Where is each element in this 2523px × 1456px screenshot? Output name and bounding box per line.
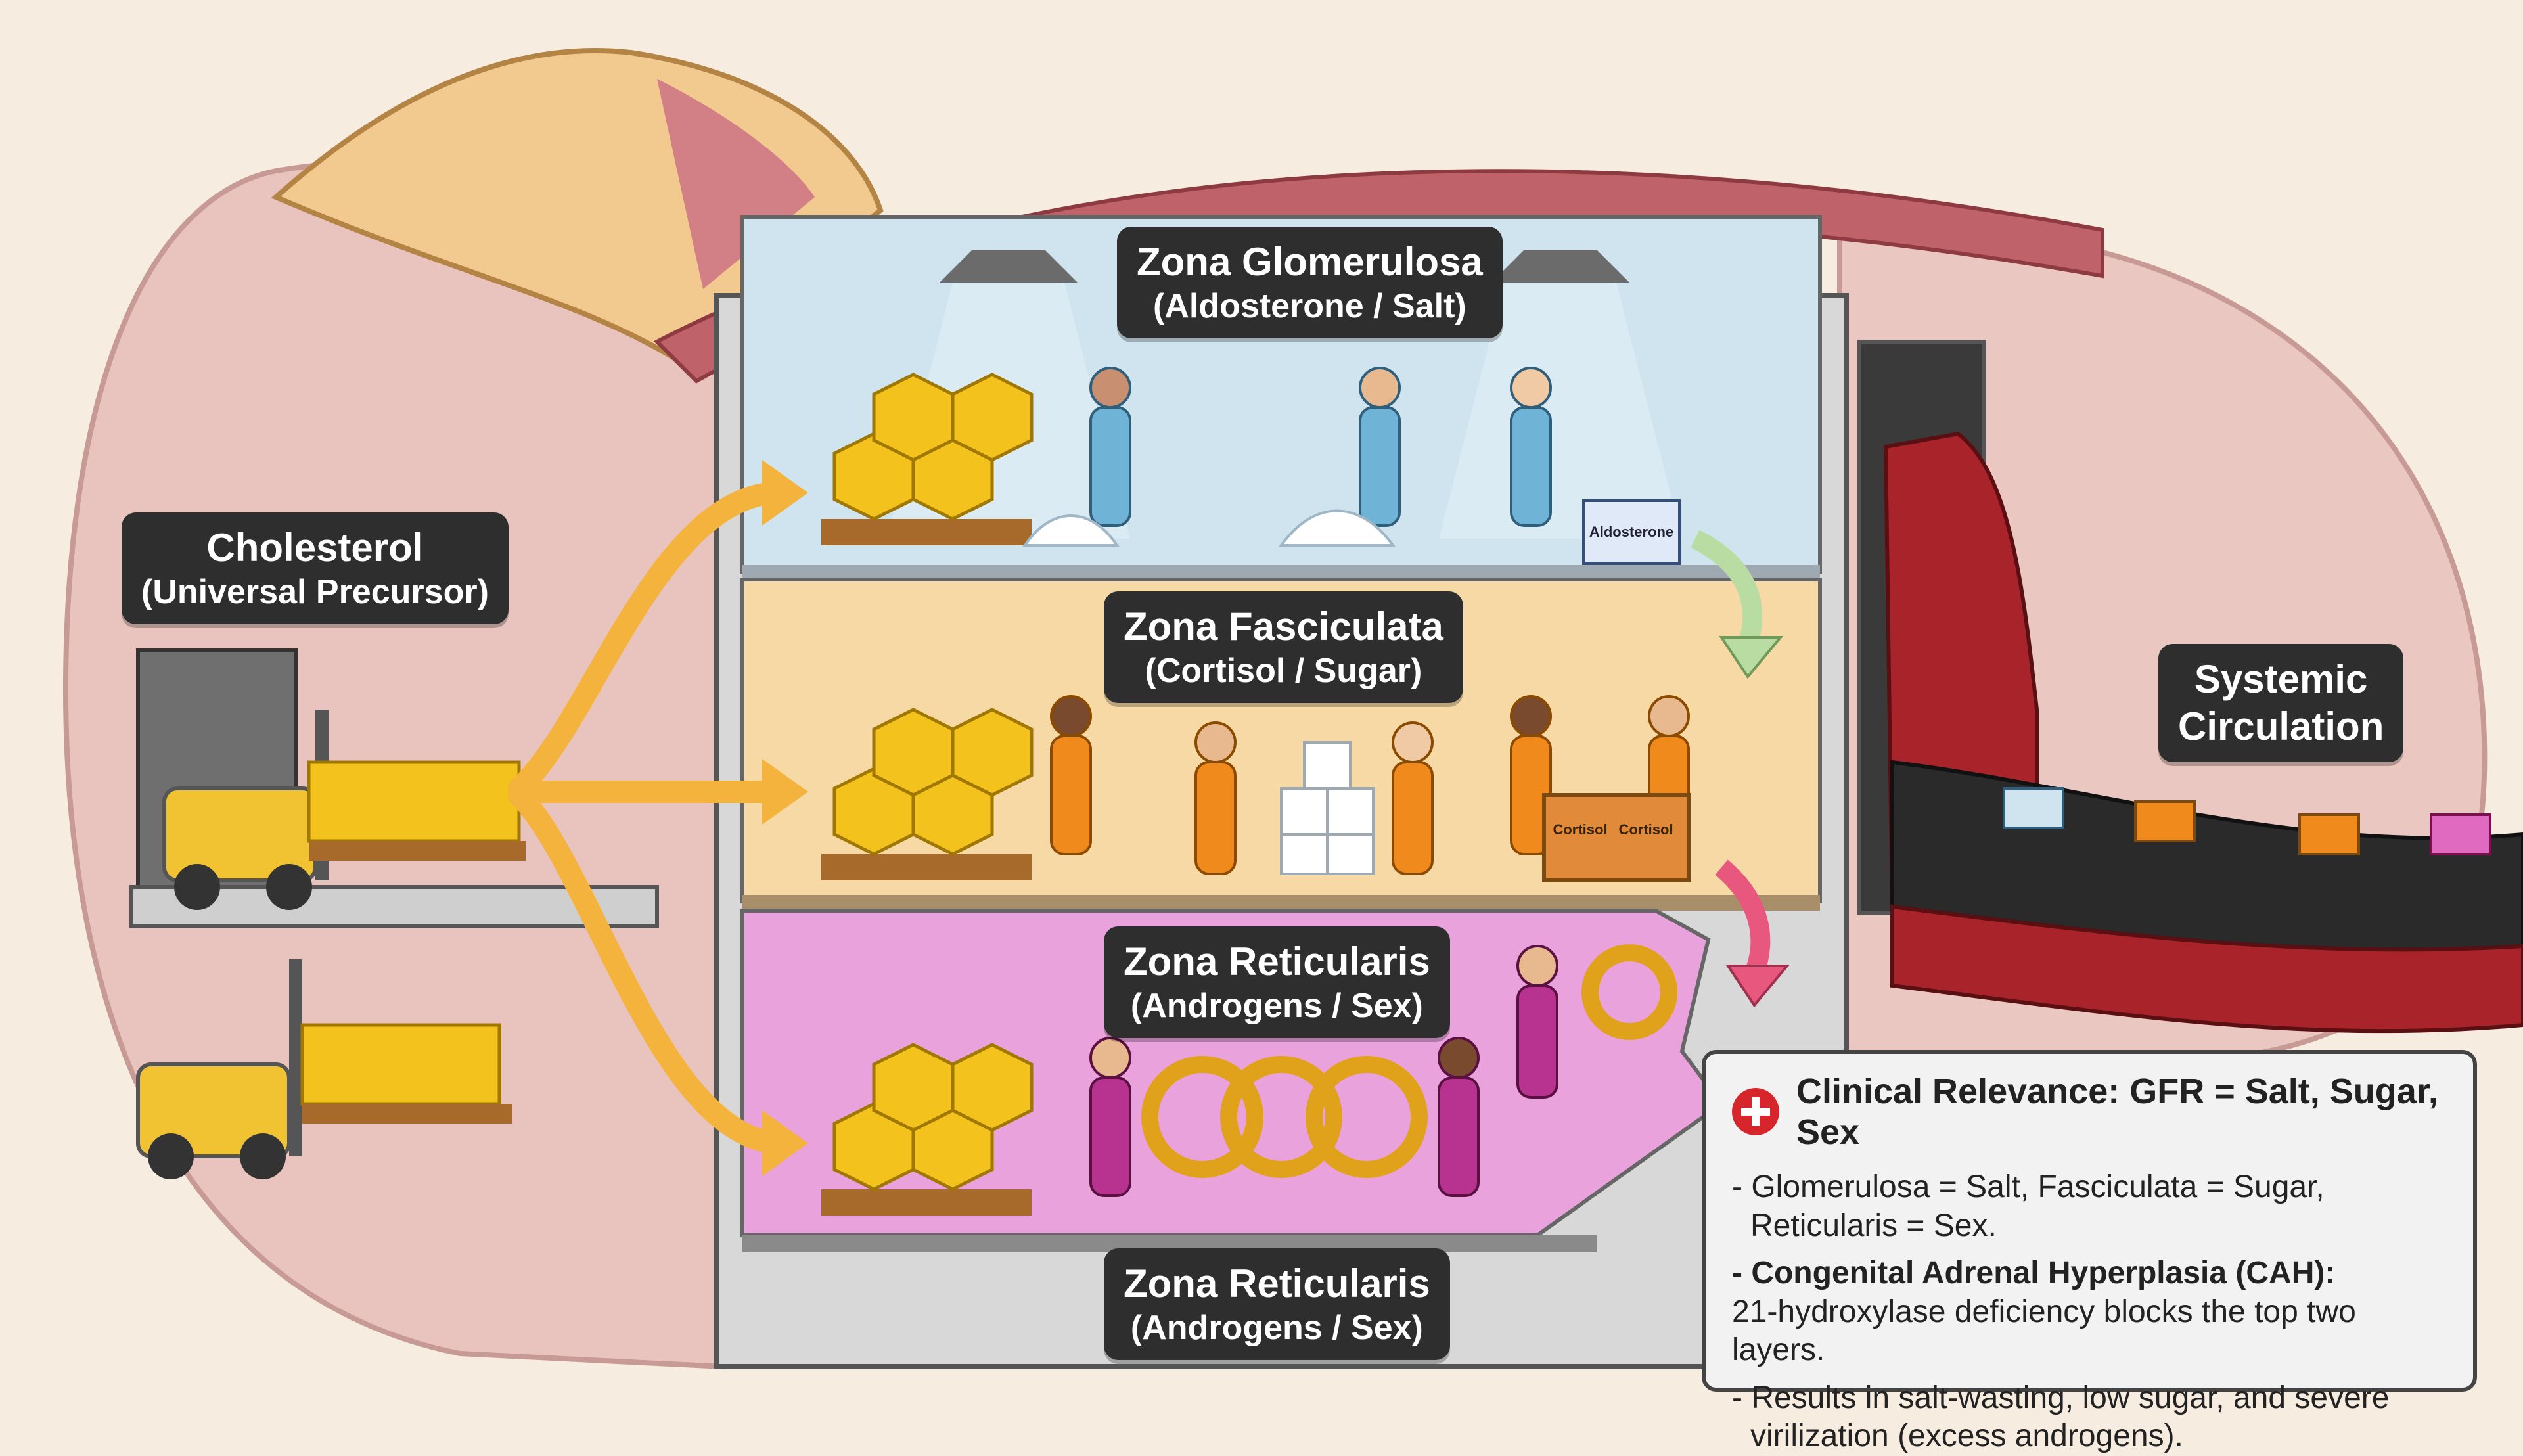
clinical-line-3b: virilization (excess androgens). <box>1750 1419 2183 1454</box>
clinical-line-1b: Reticularis = Sex. <box>1750 1208 1997 1243</box>
cortisol-text-2: Cortisol <box>1618 821 1673 838</box>
arrow-head-top <box>762 460 808 526</box>
arrow-gz-to-zf <box>1691 530 1763 647</box>
clinical-title: Clinical Relevance: GFR = Salt, Sugar, S… <box>1796 1072 2438 1152</box>
cholesterol-stack-reticularis <box>821 1043 1034 1216</box>
arrow-head-mid <box>762 759 808 825</box>
workers-reticularis <box>1089 945 1558 1197</box>
label-cholesterol: Cholesterol (Universal Precursor) <box>122 512 509 625</box>
label-fasciculata: Zona Fasciculata (Cortisol / Sugar) <box>1104 591 1463 704</box>
circulation-title: Systemic <box>2194 657 2368 701</box>
lamp-left <box>940 250 1078 283</box>
lamp-right <box>1491 250 1629 283</box>
fasciculata-title: Zona Fasciculata <box>1124 604 1443 648</box>
clinical-line-2: - Congenital Adrenal Hyperplasia (CAH): … <box>1732 1254 2447 1370</box>
cholesterol-title: Cholesterol <box>206 526 424 570</box>
reticularis-top-sub: (Androgens / Sex) <box>1130 987 1423 1025</box>
pathway-arrows <box>508 482 786 1154</box>
hormone-packets <box>2003 787 2491 855</box>
clinical-header: Clinical Relevance: GFR = Salt, Sugar, S… <box>1732 1071 2447 1152</box>
cortisol-crate <box>1542 793 1691 882</box>
fasciculata-sub: (Cortisol / Sugar) <box>1145 652 1422 690</box>
cortisol-box-label-1: Cortisol <box>1551 821 1610 838</box>
forklift-top <box>162 710 526 910</box>
medical-cross-icon <box>1732 1088 1779 1135</box>
cortisol-text-1: Cortisol <box>1553 821 1608 838</box>
salt-piles <box>1022 509 1396 547</box>
glomerulosa-title: Zona Glomerulosa <box>1137 240 1483 284</box>
clinical-line-1a: - Glomerulosa = Salt, Fasciculata = Suga… <box>1732 1170 2325 1204</box>
label-reticularis-bottom: Zona Reticularis (Androgens / Sex) <box>1104 1248 1450 1361</box>
clinical-line-3: - Results in salt-wasting, low sugar, an… <box>1732 1379 2447 1456</box>
aldosterone-bag-text: Aldosterone <box>1589 524 1674 540</box>
arrow-zf-to-zr <box>1715 859 1771 976</box>
arrow-head-bottom <box>762 1110 808 1176</box>
cholesterol-sub: (Universal Precursor) <box>141 573 489 611</box>
clinical-line-3a: - Results in salt-wasting, low sugar, an… <box>1732 1380 2390 1415</box>
forklift-bottom <box>136 959 512 1179</box>
label-glomerulosa: Zona Glomerulosa (Aldosterone / Salt) <box>1117 227 1503 339</box>
clinical-line-1: - Glomerulosa = Salt, Fasciculata = Suga… <box>1732 1168 2447 1245</box>
cholesterol-stack-fasciculata <box>821 708 1034 880</box>
clinical-relevance-panel: Clinical Relevance: GFR = Salt, Sugar, S… <box>1702 1050 2477 1453</box>
clinical-cah-text: 21-hydroxylase deficiency blocks the top… <box>1732 1294 2356 1368</box>
sugar-cubes <box>1280 741 1375 875</box>
circulation-sub: Circulation <box>2178 704 2384 748</box>
sex-symbol-gears <box>1141 944 1677 1178</box>
workers-glomerulosa <box>1089 367 1552 527</box>
cholesterol-stack-glomerulosa <box>821 373 1034 545</box>
label-reticularis-top: Zona Reticularis (Androgens / Sex) <box>1104 926 1450 1039</box>
clinical-cah-heading: - Congenital Adrenal Hyperplasia (CAH): <box>1732 1256 2336 1291</box>
label-circulation: Systemic Circulation <box>2158 644 2404 762</box>
aldosterone-bag-label: Aldosterone <box>1582 499 1681 565</box>
reticularis-bottom-sub: (Androgens / Sex) <box>1130 1309 1423 1347</box>
reticularis-top-title: Zona Reticularis <box>1124 940 1430 984</box>
glomerulosa-sub: (Aldosterone / Salt) <box>1153 287 1466 325</box>
reticularis-bottom-title: Zona Reticularis <box>1124 1262 1430 1306</box>
cortisol-box-label-2: Cortisol <box>1616 821 1675 838</box>
